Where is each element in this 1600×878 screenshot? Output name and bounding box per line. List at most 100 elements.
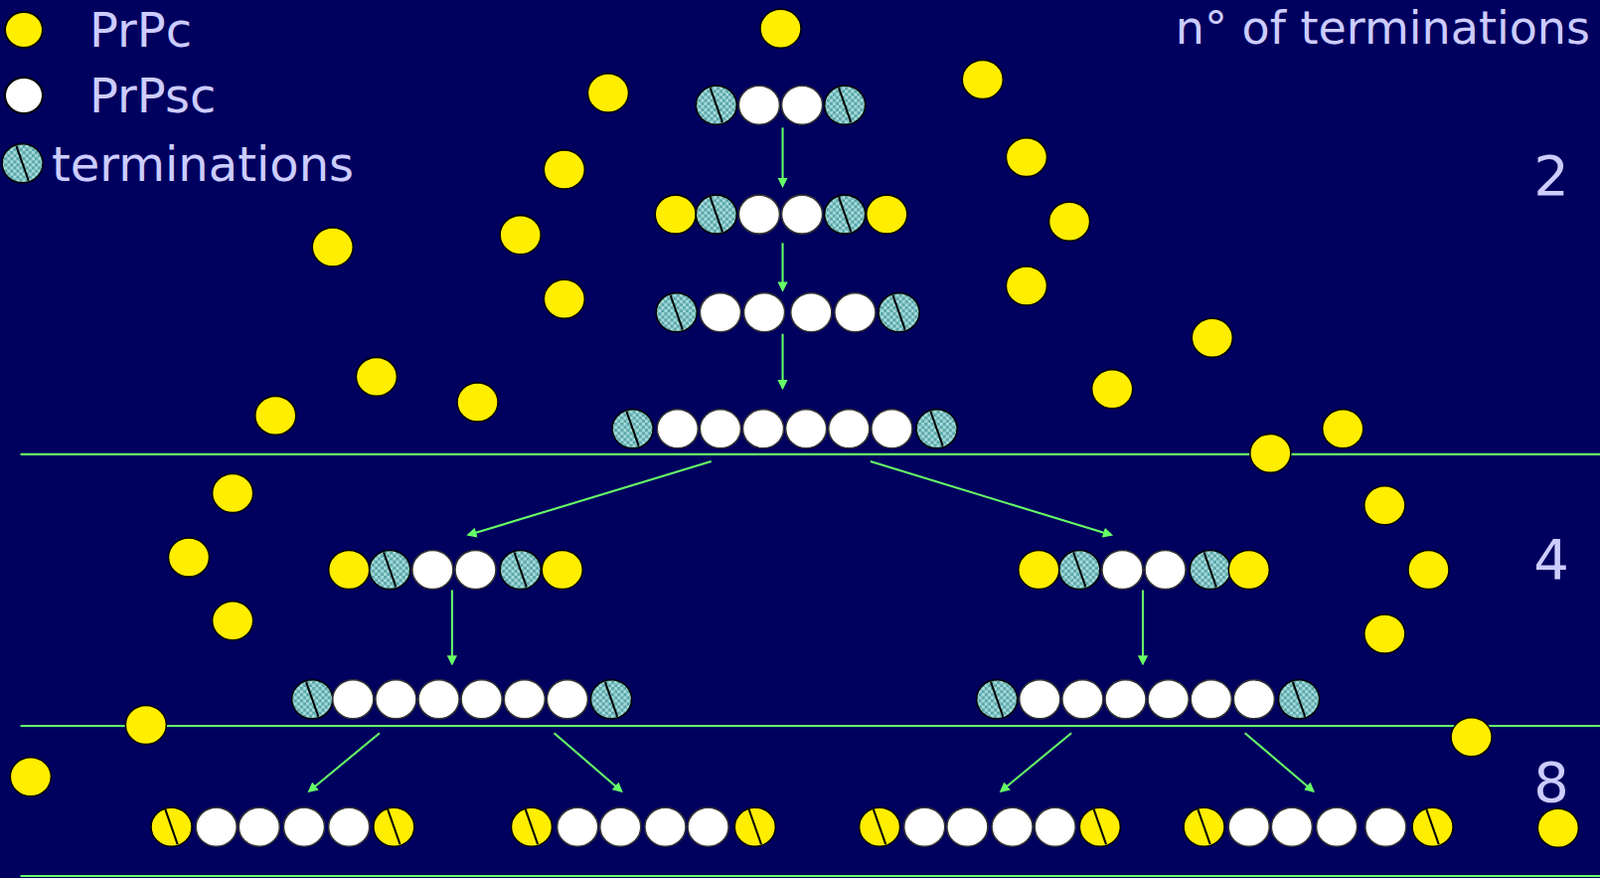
termination: [369, 549, 411, 589]
prpc-monomer: [1364, 614, 1406, 653]
termination: [695, 85, 737, 125]
prpc-monomer: [328, 549, 370, 589]
prpsc-unit: [546, 679, 588, 719]
prpc-monomer: [543, 279, 585, 319]
prpc-monomer: [1228, 549, 1270, 589]
prpsc-unit: [557, 806, 599, 846]
prpc-monomer: [1322, 409, 1364, 449]
prpc-monomer: [1049, 201, 1091, 241]
prpsc-unit: [332, 679, 374, 719]
prpsc-unit: [991, 806, 1033, 846]
prpsc-unit: [418, 679, 460, 719]
prpc-monomer: [1537, 807, 1579, 847]
prpc-monomer: [167, 537, 209, 577]
prpsc-unit: [738, 85, 780, 125]
fibril: [1018, 549, 1271, 589]
prpsc-unit: [1271, 806, 1312, 846]
fibril: [292, 679, 633, 719]
column-header: n° of terminations: [1175, 2, 1591, 54]
prpsc-unit: [283, 806, 324, 846]
fibril: [859, 806, 1121, 846]
arrow: [782, 333, 785, 388]
arrow: [451, 589, 454, 663]
prpsc-unit: [461, 679, 502, 719]
fibril: [151, 806, 415, 846]
fibril: [976, 679, 1320, 719]
prpsc-unit: [195, 806, 237, 846]
prpsc-unit: [1034, 806, 1076, 846]
separator-line: [20, 724, 1600, 727]
prpsc-unit: [1190, 679, 1232, 719]
legend-swatch: [3, 76, 44, 115]
arrow: [309, 732, 380, 792]
termination: [655, 293, 697, 332]
fibril: [612, 409, 958, 449]
prpsc-unit: [600, 806, 641, 846]
prpc-monomer: [9, 757, 51, 797]
separator-lines: [20, 454, 1600, 876]
prpsc-unit: [834, 293, 876, 332]
separator-line: [20, 453, 1600, 456]
prpsc-unit: [1105, 679, 1146, 719]
legend-swatch: [3, 10, 44, 49]
prpsc-unit: [791, 293, 832, 332]
prpsc-unit: [786, 409, 827, 449]
fibril: [510, 806, 776, 846]
prpc-monomer: [499, 215, 541, 255]
prpsc-unit: [1019, 679, 1061, 719]
termination: [1412, 806, 1453, 846]
arrow: [468, 461, 711, 535]
prpsc-unit: [743, 409, 785, 449]
fibril: [1183, 806, 1453, 846]
prpc-monomer: [587, 73, 629, 113]
prpsc-unit: [738, 194, 780, 234]
termination: [824, 85, 866, 125]
termination: [976, 679, 1018, 719]
prpsc-unit: [238, 806, 280, 846]
prpc-monomer: [212, 473, 254, 512]
prpsc-unit: [1062, 679, 1104, 719]
prpc-monomer: [1092, 369, 1133, 409]
prpsc-unit: [1102, 549, 1143, 589]
prpc-monomer: [212, 601, 254, 640]
arrow: [1000, 732, 1072, 792]
prpc-monomer: [1191, 318, 1233, 357]
prpsc-unit: [699, 409, 741, 449]
prpc-monomer: [1364, 485, 1406, 525]
prpc-monomer: [1005, 138, 1047, 177]
prpc-monomer: [255, 395, 297, 435]
termination: [499, 549, 541, 589]
termination: [878, 293, 920, 332]
termination-count: 2: [1533, 145, 1570, 207]
prpsc-unit: [1365, 806, 1407, 846]
prpc-monomer: [1018, 549, 1060, 589]
prpsc-unit: [947, 806, 988, 846]
termination: [591, 679, 633, 719]
prpsc-unit: [455, 549, 496, 589]
legend-text: PrPsc: [89, 69, 216, 123]
prpc-monomer: [1250, 433, 1291, 473]
prpc-monomer: [312, 227, 353, 267]
arrow: [1245, 732, 1314, 792]
prpsc-unit: [871, 409, 913, 449]
prpsc-unit: [1233, 679, 1275, 719]
arrow: [1141, 589, 1144, 663]
termination: [1279, 679, 1320, 719]
termination: [695, 194, 737, 234]
termination: [734, 806, 776, 846]
prpc-monomer: [961, 60, 1003, 100]
termination: [612, 409, 653, 449]
prpsc-unit: [1228, 806, 1270, 846]
prpsc-unit: [656, 409, 698, 449]
termination: [859, 806, 901, 846]
prpsc-unit: [1144, 549, 1186, 589]
fibril: [328, 549, 584, 589]
prpsc-unit: [1147, 679, 1189, 719]
termination: [373, 806, 415, 846]
prpsc-unit: [375, 679, 417, 719]
prpsc-unit: [744, 293, 786, 332]
termination: [292, 679, 333, 719]
prpsc-unit: [904, 806, 946, 846]
prpsc-unit: [699, 293, 741, 332]
